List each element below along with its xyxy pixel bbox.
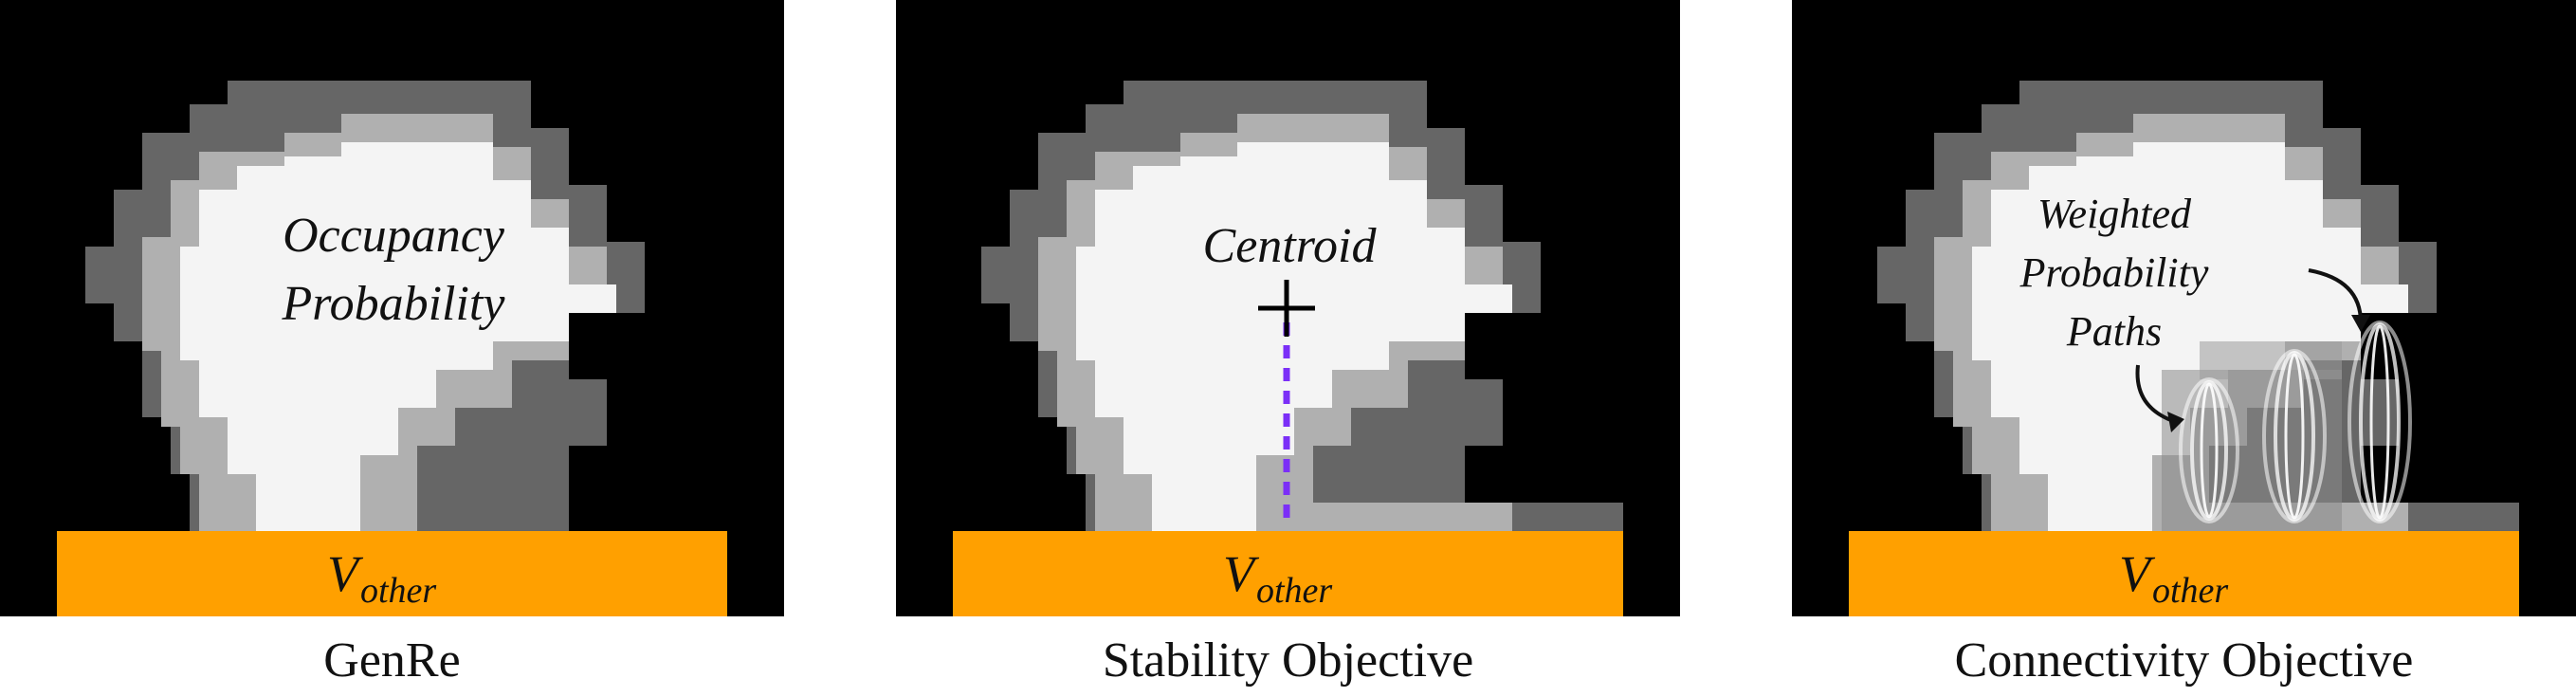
ground-label-v: V	[327, 545, 364, 602]
curved-arrow-icon	[2135, 364, 2184, 432]
probability-label: Probability	[2019, 249, 2209, 296]
blob-inner	[180, 142, 616, 531]
ground-label-sub: other	[360, 571, 436, 611]
occupancy-label: Occupancy	[283, 209, 505, 263]
probability-paths	[2179, 321, 2412, 523]
panel-genre: Occupancy Probability V other	[0, 0, 784, 616]
paths-label: Paths	[2066, 308, 2162, 355]
centroid-label: Centroid	[1203, 219, 1378, 273]
overhang-region-top	[2200, 341, 2342, 379]
curved-arrow-icon	[2308, 268, 2370, 332]
ground-block	[57, 531, 727, 616]
blob-inner	[1076, 142, 1512, 531]
ground-block	[1849, 531, 2519, 616]
ground-label-v: V	[1223, 545, 1260, 602]
weighted-label: Weighted	[2037, 191, 2192, 237]
caption-stability: Stability Objective	[1102, 633, 1474, 688]
probability-label: Probability	[282, 277, 506, 331]
caption-genre: GenRe	[323, 633, 461, 688]
genre-diagram: Occupancy Probability V other	[0, 0, 784, 616]
caption-connectivity: Connectivity Objective	[1954, 633, 2414, 688]
plus-icon	[1258, 280, 1315, 337]
ground-label-sub: other	[2152, 571, 2228, 611]
stability-diagram: Centroid V other	[896, 0, 1680, 616]
panel-stability: Centroid V other	[896, 0, 1680, 616]
blob-inner	[1972, 142, 2408, 531]
panel-connectivity: Weighted Probability Paths V other	[1792, 0, 2576, 616]
ground-label-v: V	[2119, 545, 2156, 602]
connectivity-diagram: Weighted Probability Paths V other	[1792, 0, 2576, 616]
ground-block	[953, 531, 1623, 616]
ground-label-sub: other	[1256, 571, 1332, 611]
